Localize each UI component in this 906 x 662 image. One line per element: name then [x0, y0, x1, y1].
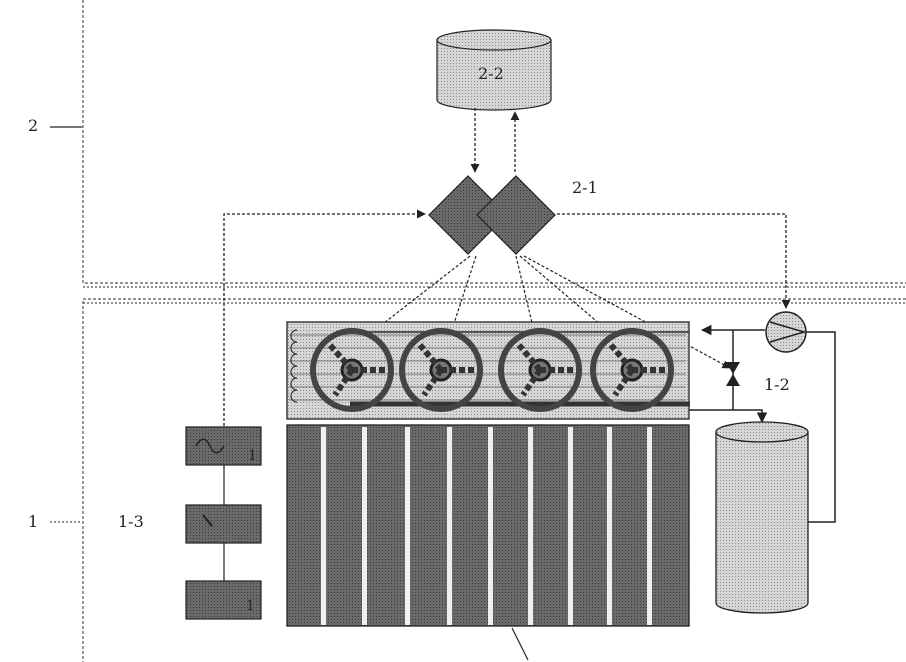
zone-upper-number: 2	[28, 116, 38, 135]
zone-lower-number: 1	[28, 512, 38, 531]
sensor-box-top: 1	[186, 427, 261, 465]
zone-upper-label: 2	[28, 116, 82, 135]
water-tank	[716, 422, 808, 613]
pump	[766, 312, 806, 352]
sensor-column: 1 1-3 1	[118, 427, 261, 619]
sensor-group-label: 1-3	[118, 512, 144, 531]
database-controller-links	[475, 108, 515, 172]
sensor-box-bottom: 1	[186, 581, 261, 619]
controller-diamonds: 2-1	[429, 176, 598, 254]
zone-lower-label: 1	[28, 512, 82, 531]
stack-body	[287, 425, 689, 660]
database-label: 2-2	[478, 64, 504, 83]
database-cylinder: 2-2	[437, 30, 551, 110]
sensor-bottom-number: 1	[246, 598, 255, 614]
valve-label: 1-2	[764, 375, 790, 394]
controller-pump-link	[557, 214, 786, 308]
controller-label: 2-1	[572, 178, 598, 197]
sensor-top-number: 1	[248, 448, 257, 464]
sensor-box-mid	[186, 505, 261, 543]
valve: 1-2	[726, 362, 790, 394]
